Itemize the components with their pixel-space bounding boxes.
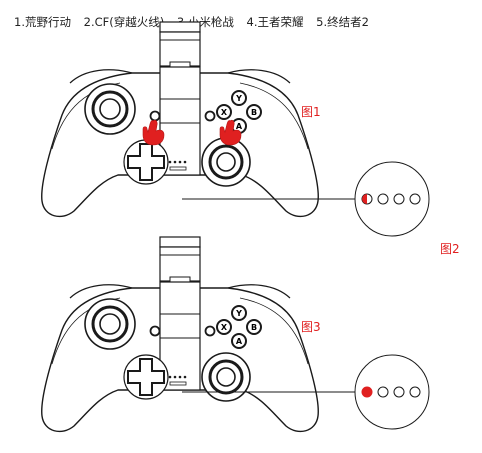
controller-figure-3: Y B X A bbox=[40, 235, 320, 433]
callout-figure-3 bbox=[182, 354, 430, 430]
button-a-label: A bbox=[236, 122, 243, 131]
figure-1-label: 图1 bbox=[301, 105, 321, 119]
controller-figure-1: Y B X A bbox=[40, 20, 320, 218]
button-x-label: X bbox=[221, 108, 228, 117]
svg-text:B: B bbox=[251, 323, 257, 332]
figure-2-label: 图2 bbox=[440, 242, 460, 256]
mode-1: 1.荒野行动 bbox=[14, 15, 71, 29]
svg-text:Y: Y bbox=[235, 309, 242, 318]
mode-5: 5.终结者2 bbox=[316, 15, 369, 29]
led-2-off bbox=[377, 193, 389, 205]
figure-3-label: 图3 bbox=[301, 320, 321, 334]
led-4-off bbox=[409, 386, 421, 398]
led-4-off bbox=[409, 193, 421, 205]
mode-2: 2.CF(穿越火线) bbox=[83, 15, 165, 29]
svg-text:X: X bbox=[221, 323, 228, 332]
button-b-label: B bbox=[251, 108, 257, 117]
button-y-label: Y bbox=[235, 94, 242, 103]
led-2-off bbox=[377, 386, 389, 398]
callout-figure-2 bbox=[182, 161, 430, 237]
led-1-red bbox=[361, 386, 373, 398]
led-1-half-fill bbox=[362, 194, 367, 204]
mode-4: 4.王者荣耀 bbox=[246, 15, 304, 29]
svg-text:A: A bbox=[236, 337, 243, 346]
led-3-off bbox=[393, 386, 405, 398]
led-3-off bbox=[393, 193, 405, 205]
